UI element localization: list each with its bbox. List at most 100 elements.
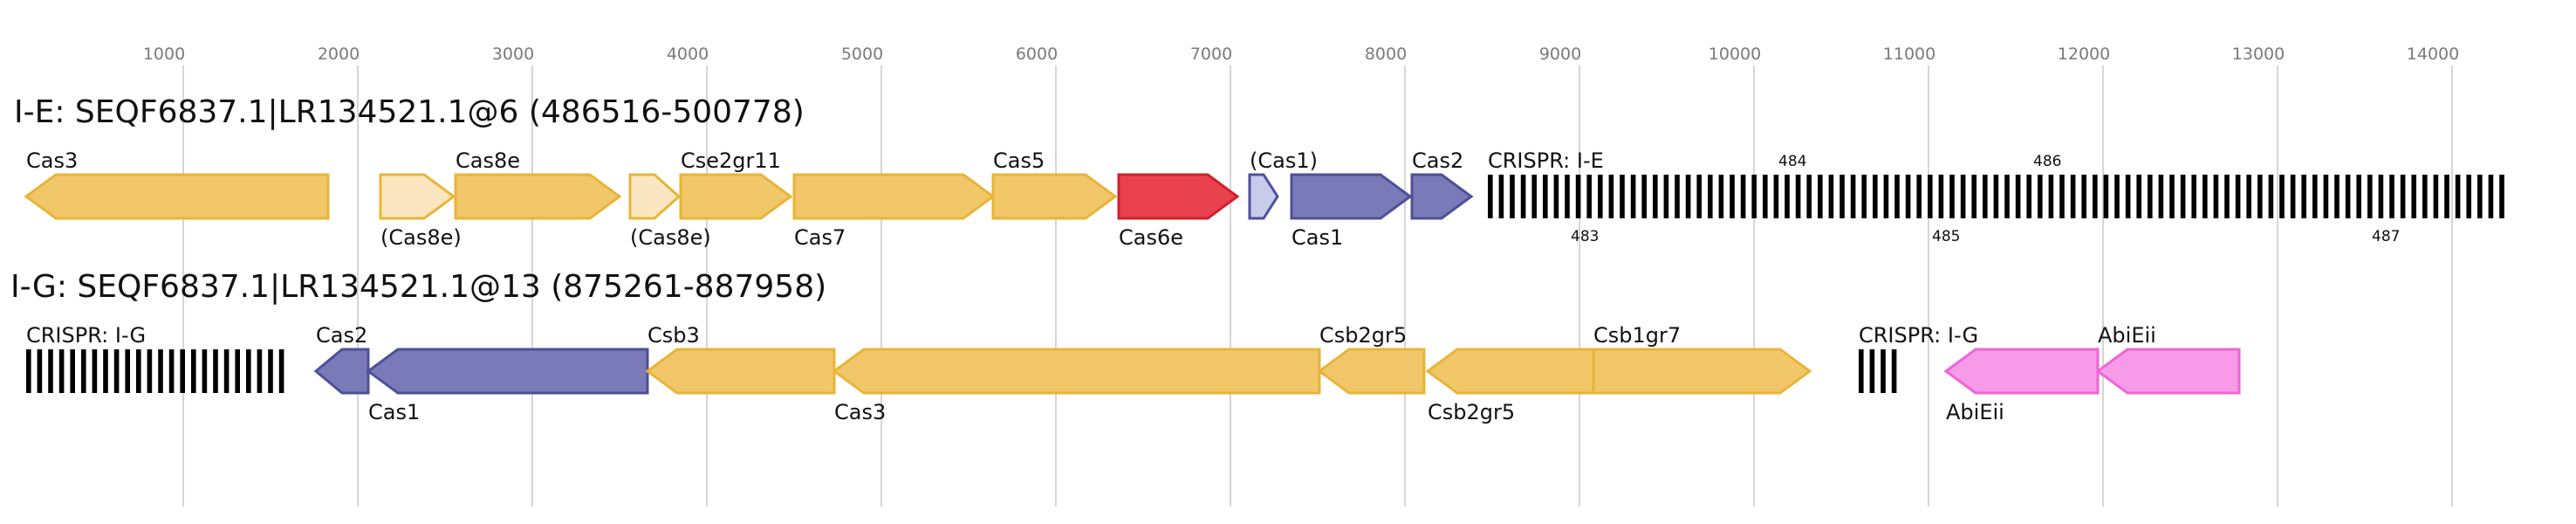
crispr-repeat <box>1818 175 1823 218</box>
gene-arrow <box>628 173 682 220</box>
crispr-repeat <box>2477 175 2483 218</box>
crispr-repeat <box>1718 175 1724 218</box>
crispr-repeat <box>1971 175 1977 218</box>
tick-label: 14000 <box>2407 45 2459 64</box>
gene-arrow <box>1317 348 1426 395</box>
crispr-repeat <box>1685 175 1691 218</box>
crispr-repeat <box>1696 175 1702 218</box>
crispr-repeat <box>1675 175 1680 218</box>
gene-label: Cas2 <box>316 323 367 348</box>
track-ig: I-G: SEQF6837.1|LR134521.1@13 (875261-88… <box>10 269 2241 424</box>
crispr-repeat <box>2378 175 2384 218</box>
crispr-repeat <box>2499 175 2504 218</box>
tick-label: 6000 <box>1016 45 1058 64</box>
gene-label: Csb2gr5 <box>1319 323 1407 348</box>
crispr-repeat <box>1586 175 1592 218</box>
crispr-repeat <box>2191 175 2196 218</box>
crispr-repeat <box>2312 175 2318 218</box>
crispr-repeat <box>1785 175 1790 218</box>
crispr-repeat <box>1883 175 1889 218</box>
crispr-repeat <box>1531 175 1537 218</box>
crispr-repeat <box>1498 175 1504 218</box>
crispr-repeat <box>70 349 75 393</box>
crispr-repeat <box>2257 175 2263 218</box>
gene-arrow <box>24 173 330 220</box>
crispr-repeat <box>125 349 130 393</box>
crispr-repeat <box>1916 175 1922 218</box>
crispr-repeat <box>213 349 218 393</box>
gene-label: Cas3 <box>834 400 886 424</box>
crispr-repeat <box>2203 175 2208 218</box>
tick-label: 13000 <box>2232 45 2285 64</box>
crispr-repeat <box>235 349 240 393</box>
gene-label: (Cas8e) <box>630 225 711 250</box>
crispr-repeat <box>103 349 108 393</box>
tick-label: 11000 <box>1883 45 1935 64</box>
gene-arrow <box>1290 173 1413 220</box>
crispr-repeat <box>1873 175 1878 218</box>
tick-label: 8000 <box>1365 45 1407 64</box>
gene-label: Csb2gr5 <box>1428 400 1515 424</box>
crispr-repeat <box>2169 175 2175 218</box>
crispr-repeat <box>2389 175 2394 218</box>
crispr-repeat <box>1630 175 1636 218</box>
crispr-label: CRISPR: I-G <box>1859 323 1978 348</box>
crispr-repeat <box>278 349 284 393</box>
crispr-repeat <box>2455 175 2461 218</box>
repeat-number: 486 <box>2033 153 2061 170</box>
crispr-repeat <box>1565 175 1570 218</box>
crispr-repeat <box>2345 175 2351 218</box>
crispr-repeat <box>246 349 251 393</box>
crispr-repeat <box>26 349 31 393</box>
gene-label: Cas1 <box>1291 225 1343 250</box>
crispr-repeat <box>1983 175 1988 218</box>
repeat-number: 485 <box>1932 228 1960 245</box>
crispr-repeat <box>2224 175 2230 218</box>
crispr-repeat <box>2125 175 2131 218</box>
gene-arrow <box>313 348 370 395</box>
gene-arrow <box>2095 348 2241 395</box>
gene-arrow <box>1248 173 1279 220</box>
crispr-label: CRISPR: I-G <box>26 323 146 348</box>
crispr-repeat <box>1553 175 1559 218</box>
repeat-number: 484 <box>1778 153 1806 170</box>
track-title-ie: I-E: SEQF6837.1|LR134521.1@6 (486516-500… <box>14 94 805 130</box>
crispr-repeat <box>268 349 273 393</box>
crispr-repeat <box>1488 175 1493 218</box>
crispr-repeat <box>48 349 53 393</box>
crispr-repeat <box>257 349 263 393</box>
crispr-repeat <box>1881 349 1886 393</box>
gene-label: (Cas8e) <box>380 225 462 250</box>
crispr-repeat <box>2466 175 2471 218</box>
crispr-repeat <box>2103 175 2109 218</box>
crispr-repeat <box>1938 175 1944 218</box>
crispr-repeat <box>2301 175 2306 218</box>
crispr-repeat <box>1806 175 1812 218</box>
crispr-label: CRISPR: I-E <box>1488 148 1604 173</box>
crispr-repeat <box>2290 175 2296 218</box>
gene-arrow <box>1592 348 1812 395</box>
gene-arrow <box>1117 173 1240 220</box>
gene-label: Cas8e <box>456 148 520 173</box>
tick-label: 7000 <box>1190 45 1232 64</box>
tick-label: 2000 <box>318 45 360 64</box>
crispr-repeat <box>2356 175 2361 218</box>
gene-arrow <box>1425 348 1595 395</box>
crispr-repeat <box>1905 175 1911 218</box>
crispr-repeat <box>2400 175 2406 218</box>
crispr-repeat <box>2279 175 2285 218</box>
crispr-repeat <box>1993 175 1999 218</box>
crispr-repeat <box>202 349 208 393</box>
crispr-repeat <box>58 349 65 393</box>
crispr-repeat <box>1859 349 1864 393</box>
crispr-repeat <box>2070 175 2076 218</box>
crispr-repeat <box>191 349 196 393</box>
tick-label: 3000 <box>492 45 534 64</box>
crispr-repeat <box>2235 175 2241 218</box>
crispr-repeat <box>223 349 230 393</box>
crispr-repeat <box>1620 175 1625 218</box>
crispr-repeat <box>1891 349 1897 393</box>
gene-label: Cas7 <box>794 225 846 250</box>
